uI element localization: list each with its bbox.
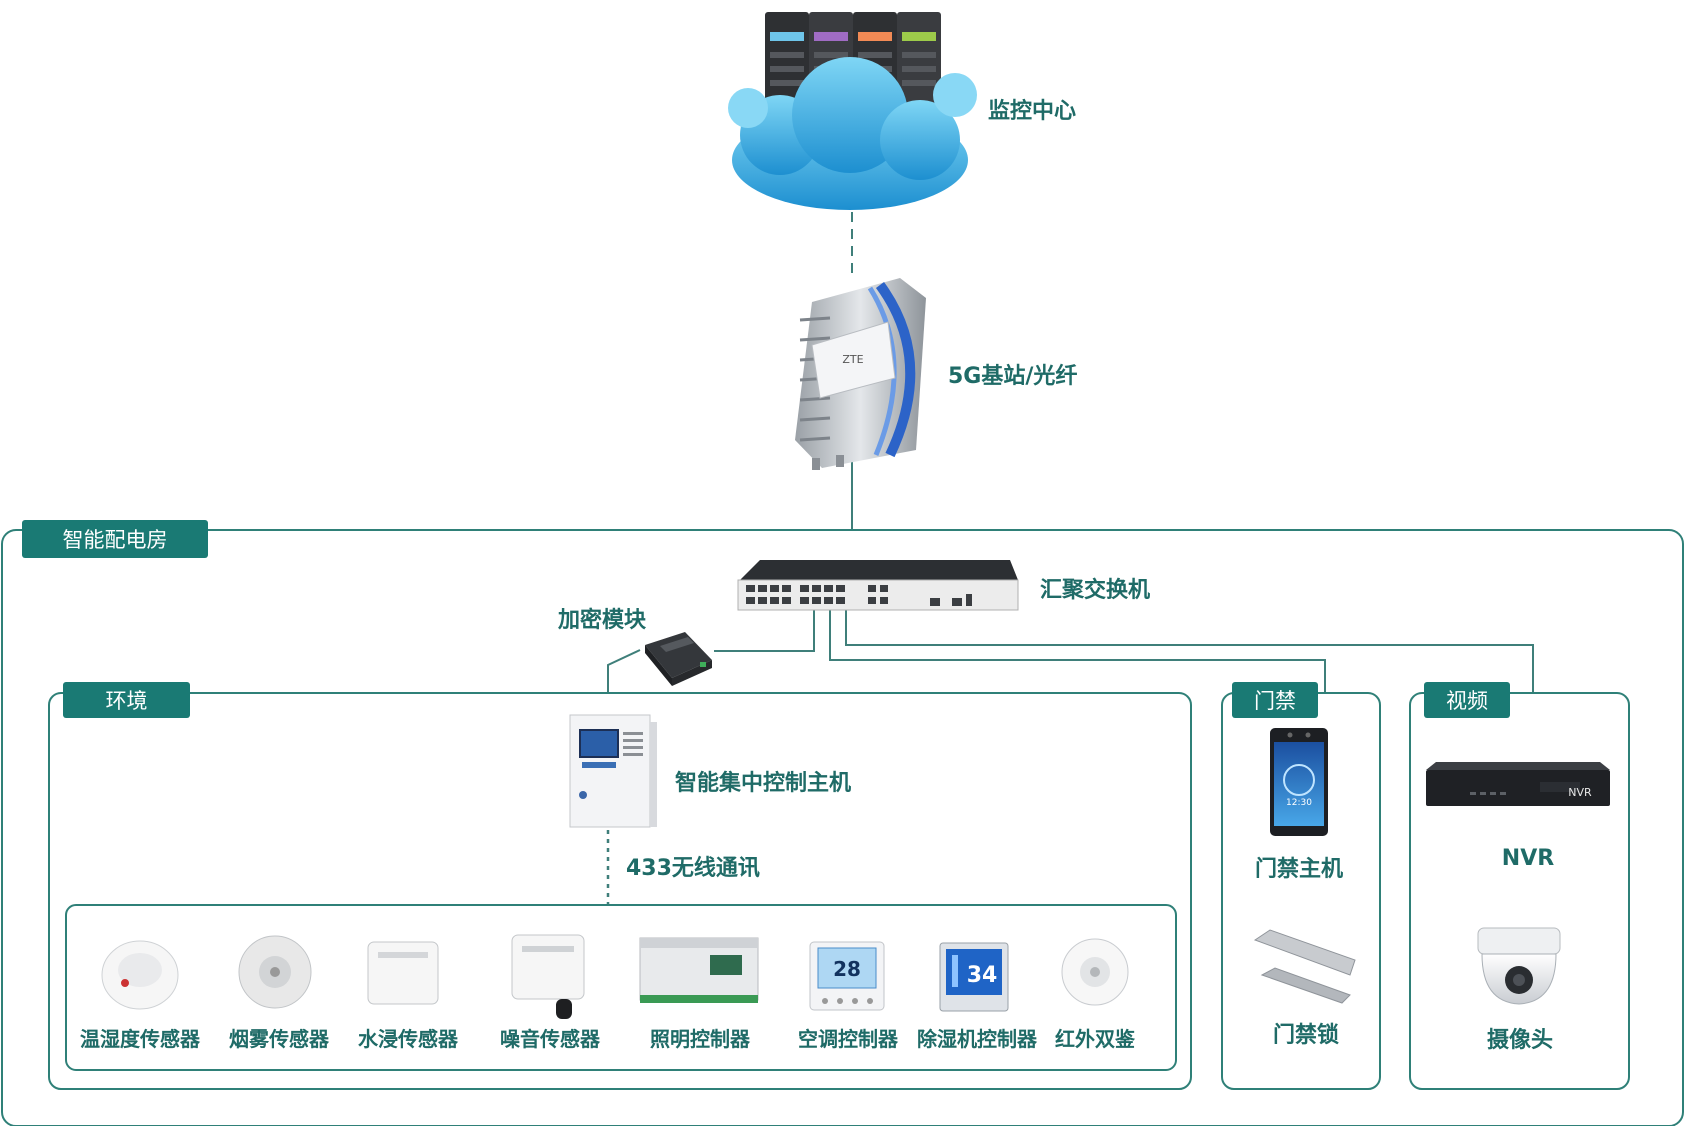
cloud-icon xyxy=(728,57,977,210)
water-sensor-icon xyxy=(367,941,439,1005)
base-station-label: 5G基站/光纤 xyxy=(948,364,1078,389)
monitoring-center-icon xyxy=(728,12,977,210)
switch-to-encryption-link xyxy=(714,608,815,652)
dehumidifier-display-value: 34 xyxy=(967,963,998,988)
nvr-label: NVR xyxy=(1501,846,1555,871)
base-station-brand: ZTE xyxy=(842,353,863,366)
nvr-badge: NVR xyxy=(1568,786,1592,799)
camera-label: 摄像头 xyxy=(1486,1028,1554,1053)
sensor-label-water: 水浸传感器 xyxy=(358,1027,458,1051)
sensor-icons: 28 34 xyxy=(101,934,1129,1019)
dome-camera-icon xyxy=(1477,927,1561,1005)
monitoring-center-label: 监控中心 xyxy=(988,99,1077,124)
power-room-frame xyxy=(1,529,1684,1126)
access-terminal-label: 门禁主机 xyxy=(1254,857,1344,882)
temp-humidity-sensor-icon xyxy=(101,940,179,1010)
environment-frame xyxy=(48,692,1192,1090)
sensor-label-temp-humidity: 温湿度传感器 xyxy=(80,1027,200,1051)
sensor-label-lighting: 照明控制器 xyxy=(650,1027,750,1051)
video-frame xyxy=(1409,692,1630,1090)
dehumidifier-controller-icon: 34 xyxy=(939,942,1009,1012)
ac-display-value: 28 xyxy=(833,957,861,981)
central-controller-icon xyxy=(569,714,657,828)
video-tab: 视频 xyxy=(1424,682,1510,718)
nvr-icon: NVR xyxy=(1426,762,1610,806)
sensor-label-infrared: 红外双鉴 xyxy=(1055,1027,1135,1051)
door-lock-icon xyxy=(1253,929,1356,1004)
central-controller-label: 智能集中控制主机 xyxy=(675,771,852,796)
aggregation-switch-label: 汇聚交换机 xyxy=(1040,578,1151,603)
switch-to-access-link xyxy=(829,608,1326,692)
aggregation-switch-icon xyxy=(737,560,1019,611)
access-control-tab: 门禁 xyxy=(1232,682,1318,718)
switch-to-video-link xyxy=(845,608,1534,692)
sensor-label-noise: 噪音传感器 xyxy=(500,1027,600,1051)
sensor-label-smoke: 烟雾传感器 xyxy=(229,1027,329,1051)
ac-controller-icon: 28 xyxy=(809,941,885,1011)
lighting-controller-icon xyxy=(639,937,759,1003)
base-station-icon: ZTE xyxy=(795,278,926,470)
infrared-detector-icon xyxy=(1061,938,1129,1006)
group-frames xyxy=(1,529,1684,1126)
door-lock-label: 门禁锁 xyxy=(1272,1023,1340,1048)
power-room-tab: 智能配电房 xyxy=(22,520,208,558)
connection-lines xyxy=(606,212,1534,905)
encryption-to-environment-link xyxy=(607,649,641,692)
access-terminal-icon: 12:30 xyxy=(1270,728,1328,836)
sensor-label-ac: 空调控制器 xyxy=(798,1027,898,1051)
encryption-module-icon xyxy=(645,632,712,686)
encryption-module-label: 加密模块 xyxy=(558,608,647,633)
noise-sensor-icon xyxy=(511,934,585,1019)
wireless-link-label: 433无线通讯 xyxy=(626,856,760,881)
sensor-row-frame xyxy=(65,904,1177,1071)
terminal-time: 12:30 xyxy=(1286,798,1312,808)
sensor-label-dehumidifier: 除湿机控制器 xyxy=(917,1027,1037,1051)
environment-tab: 环境 xyxy=(63,682,190,718)
smoke-sensor-icon xyxy=(238,935,312,1009)
